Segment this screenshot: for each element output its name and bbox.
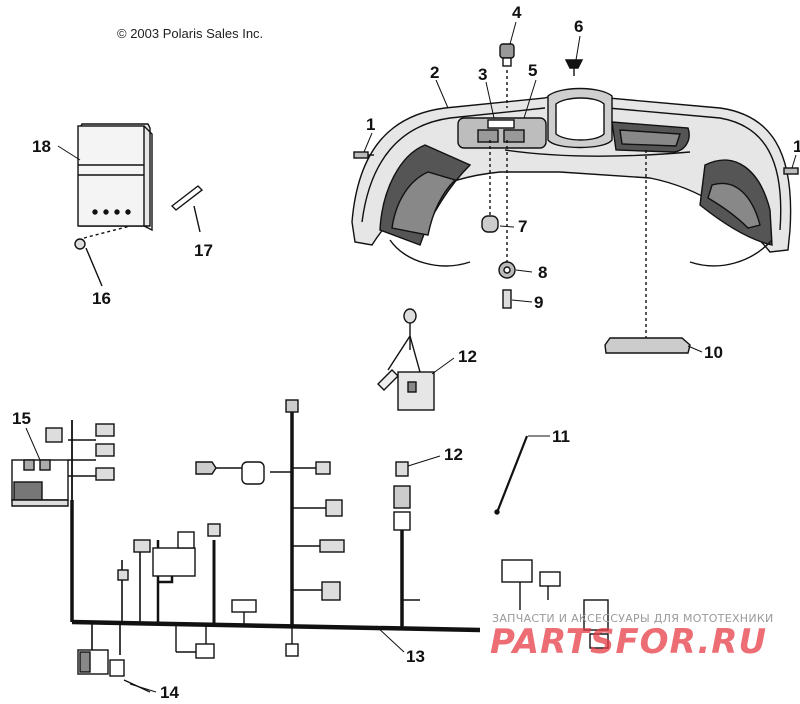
callout-5: 5 (528, 61, 538, 80)
watermark-logo: PARTSFOR.RU (490, 622, 768, 662)
harness-connectors (117, 399, 609, 659)
callout-14: 14 (160, 683, 179, 702)
part-16-nut (74, 225, 131, 287)
part-17-bolt (170, 185, 204, 233)
callout-15: 15 (12, 409, 31, 428)
part-6-clip (564, 59, 584, 76)
callout-6: 6 (574, 17, 584, 36)
callout-8: 8 (538, 263, 548, 282)
copyright-notice: © 2003 Polaris Sales Inc. (117, 26, 264, 41)
part-14-connectors (77, 649, 151, 693)
dash-panel (351, 87, 792, 267)
callout-4: 4 (512, 3, 522, 22)
part-10-cover (604, 150, 691, 354)
part-1-left (353, 151, 374, 159)
part-15-fuse-box (11, 420, 115, 507)
callout-10: 10 (704, 343, 723, 362)
part-18-control-module (77, 123, 153, 232)
callout-1-right: 1 (793, 137, 800, 156)
callout-11: 11 (552, 427, 570, 446)
part-8-nut (498, 140, 516, 279)
callout-12-top: 12 (458, 347, 477, 366)
callout-1-left: 1 (366, 115, 376, 134)
part-11-rod (494, 435, 529, 515)
callout-18: 18 (32, 137, 51, 156)
callout-12-mid: 12 (444, 445, 463, 464)
callout-13: 13 (406, 647, 425, 666)
part-9-screw (502, 289, 512, 309)
part-4-bulb-holder (499, 43, 515, 108)
part-1-right (783, 167, 799, 175)
callout-2: 2 (430, 63, 440, 82)
callout-9: 9 (534, 293, 544, 312)
callout-leaders (25, 21, 797, 693)
part-12-relay (377, 308, 435, 411)
part-7-bulb (481, 140, 499, 233)
callout-3: 3 (478, 65, 488, 84)
callout-17: 17 (194, 241, 213, 260)
watermark-caption: ЗАПЧАСТИ И АКСЕССУАРЫ ДЛЯ МОТОТЕХНИКИ (492, 612, 774, 625)
wiring-harness (70, 410, 481, 655)
callout-16: 16 (92, 289, 111, 308)
callout-7: 7 (518, 217, 528, 236)
